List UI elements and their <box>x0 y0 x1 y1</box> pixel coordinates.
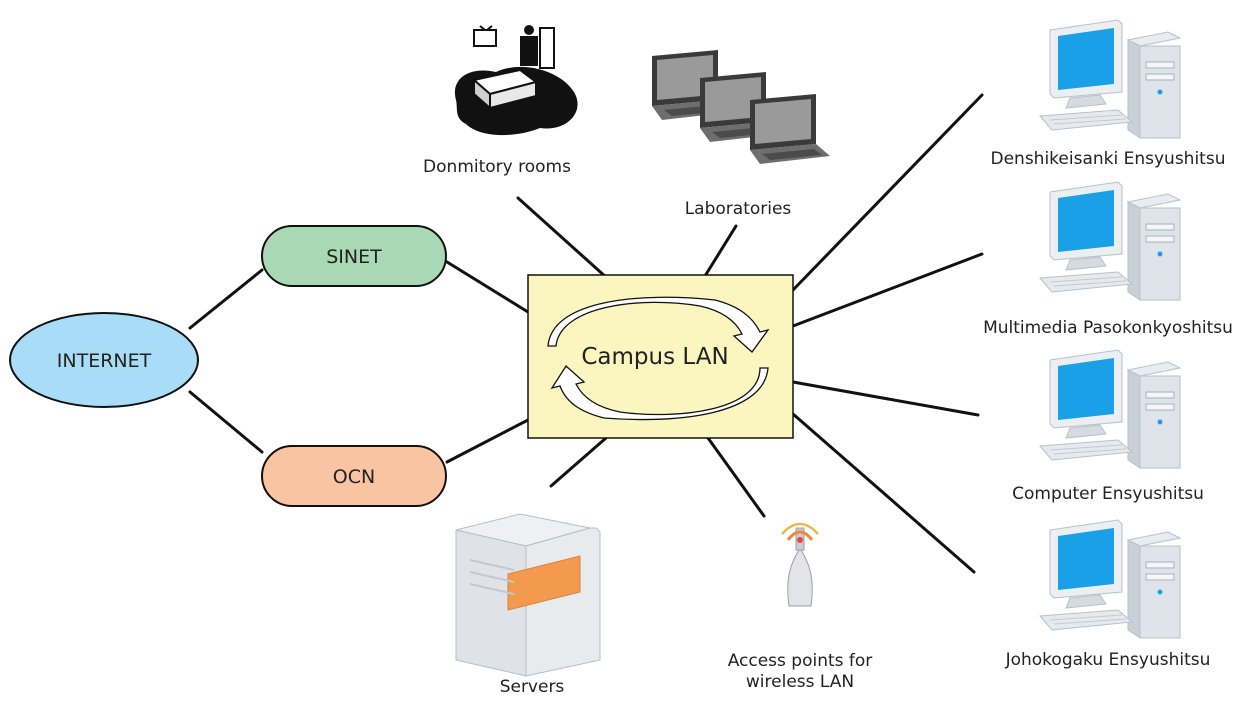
cycle-arrows-icon <box>547 296 770 421</box>
desktop-computer-icon <box>1039 19 1181 139</box>
link-lan-laboratories <box>703 224 738 278</box>
link-lan-multimedia <box>791 252 984 328</box>
denshikeisanki-label: Denshikeisanki Ensyushitsu <box>991 149 1226 169</box>
link-lan-dormitory <box>516 196 609 280</box>
link-lan-computer <box>791 380 980 417</box>
campus-lan-label: Campus LAN <box>581 344 728 370</box>
link-lan-johokogaku <box>791 412 976 574</box>
link-sinet-lan <box>445 260 530 314</box>
desktop-computer-icon <box>1039 519 1181 639</box>
internet-label: INTERNET <box>57 350 152 372</box>
desktop-computer-icon <box>1039 181 1181 301</box>
sinet-label: SINET <box>326 246 382 268</box>
link-lan-access-point <box>706 436 766 518</box>
johokogaku-label: Johokogaku Ensyushitsu <box>1005 650 1211 670</box>
access-point-label-line2: wireless LAN <box>746 672 854 692</box>
dormitory-label: Donmitory rooms <box>423 157 571 177</box>
laptops-icon <box>652 50 830 164</box>
dormitory-room-icon <box>454 25 578 136</box>
laboratories-label: Laboratories <box>685 199 792 219</box>
sinet-node: SINET <box>261 225 447 287</box>
link-internet-ocn <box>188 390 264 454</box>
campus-lan-node: Campus LAN <box>527 274 794 439</box>
link-lan-servers <box>549 436 608 488</box>
multimedia-label: Multimedia Pasokonkyoshitsu <box>983 318 1233 338</box>
server-icon <box>455 513 601 677</box>
ocn-node: OCN <box>261 445 447 507</box>
servers-label: Servers <box>500 677 565 697</box>
access-point-label-line1: Access points for <box>728 651 873 671</box>
link-ocn-lan <box>445 418 530 464</box>
connection-lines <box>188 93 984 574</box>
link-lan-denshikeisanki <box>791 93 984 292</box>
computer-label: Computer Ensyushitsu <box>1012 484 1204 504</box>
desktop-computer-icon <box>1039 349 1181 469</box>
link-internet-sinet <box>188 268 264 330</box>
wireless-access-point-icon <box>781 522 819 607</box>
internet-node: INTERNET <box>9 312 199 408</box>
ocn-label: OCN <box>333 466 375 488</box>
